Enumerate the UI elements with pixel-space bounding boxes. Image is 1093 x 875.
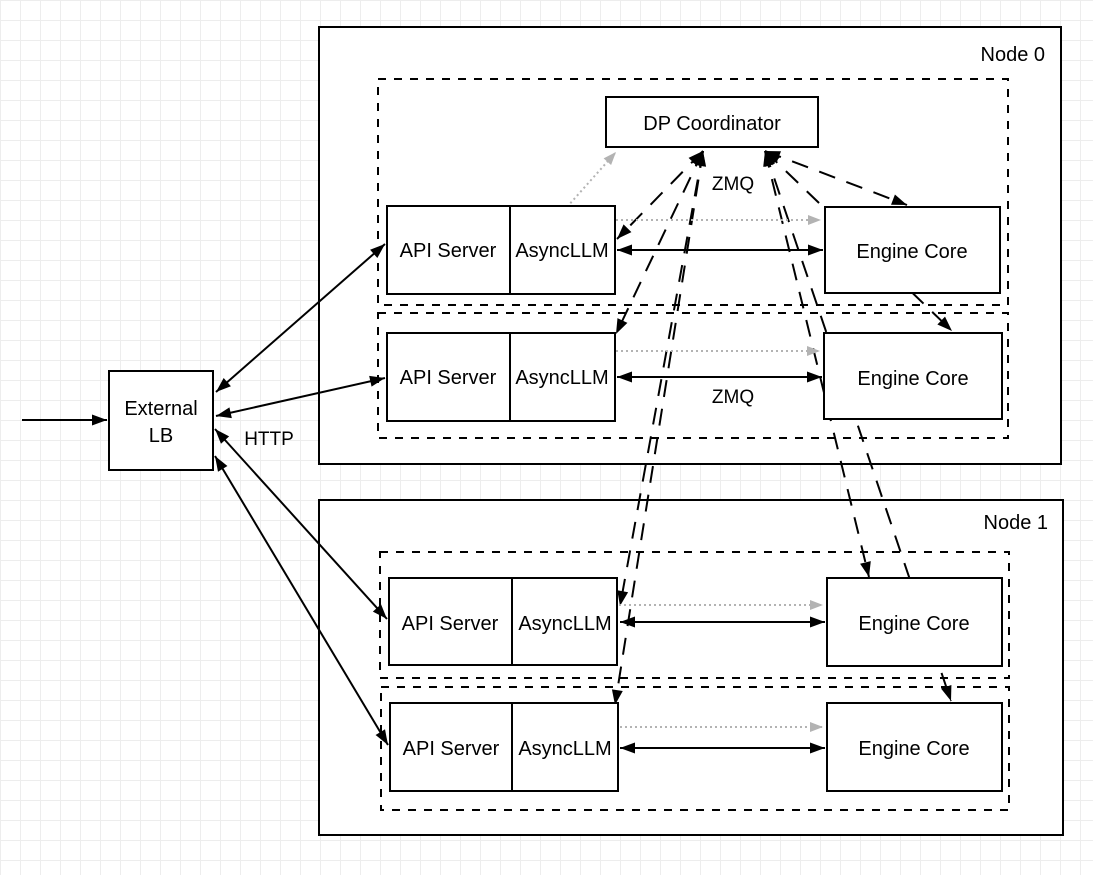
http-edge-label: HTTP [244, 429, 294, 450]
engine-core-label-3: Engine Core [858, 613, 969, 635]
api-server-asyncllm-box-1 [386, 205, 616, 295]
dp-coordinator-box [605, 96, 819, 148]
external-lb-box [108, 370, 214, 471]
zmq-row2-edge-label: ZMQ [712, 387, 754, 408]
engine-core-label-2: Engine Core [857, 368, 968, 390]
engine-core-box-3 [826, 577, 1003, 667]
node0-row-1 [386, 205, 1001, 295]
api-server-asyncllm-box-2 [386, 332, 616, 422]
edge-lb-api-server-4 [214, 455, 389, 746]
api-server-label-2: API Server [400, 367, 497, 389]
api-server-label-4: API Server [403, 738, 500, 760]
external-lb-label-line1: External [124, 398, 197, 420]
external-lb-label-line2: LB [149, 425, 173, 447]
zmq-coordinator-edge-label: ZMQ [712, 174, 754, 195]
asyncllm-label-1: AsyncLLM [515, 240, 608, 262]
node1-row-1 [388, 577, 1003, 667]
engine-core-box-4 [826, 702, 1003, 792]
api-server-asyncllm-box-3 [388, 577, 618, 666]
edge-coordinator-asyncllm-4 [611, 150, 707, 706]
api-server-label-1: API Server [400, 240, 497, 262]
edge-lb-api-server-2 [215, 375, 386, 419]
edge-coordinator-engine-4 [764, 150, 952, 702]
node1-replica-2-group [380, 686, 1010, 811]
engine-core-box-1 [824, 206, 1001, 294]
node-0-label: Node 0 [981, 44, 1046, 66]
edge-lb-api-server-1 [215, 243, 386, 393]
engine-core-label-1: Engine Core [856, 241, 967, 263]
dp-coordinator-label: DP Coordinator [643, 113, 781, 135]
asyncllm-label-4: AsyncLLM [518, 738, 611, 760]
api-server-asyncllm-box-4 [389, 702, 619, 792]
edge-asyncllm-coordinator-dotted [566, 151, 617, 208]
node-1-label: Node 1 [984, 512, 1049, 534]
node1-row-2 [389, 702, 1003, 792]
node0-row-2 [386, 332, 1003, 422]
asyncllm-label-2: AsyncLLM [515, 367, 608, 389]
engine-core-box-2 [823, 332, 1003, 420]
asyncllm-label-3: AsyncLLM [518, 613, 611, 635]
api-server-label-3: API Server [402, 613, 499, 635]
engine-core-label-4: Engine Core [858, 738, 969, 760]
edges [22, 150, 953, 754]
